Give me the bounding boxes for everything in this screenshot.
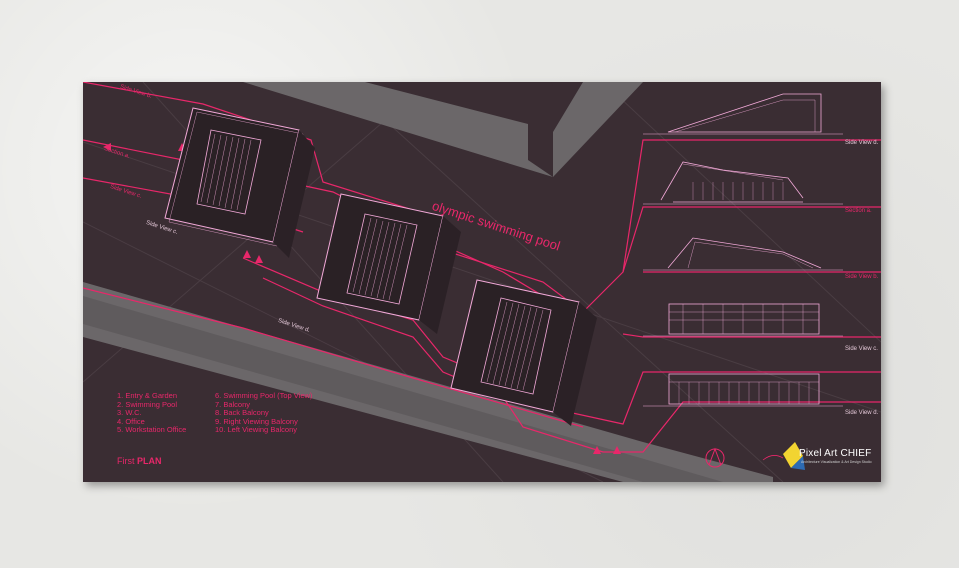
legend-item: 8. Back Balcony	[215, 408, 269, 418]
elevation-label-1: Side View d.	[845, 140, 879, 146]
north-arrow-icon	[705, 447, 725, 468]
building-plan-1	[164, 107, 315, 258]
legend-item: 2. Swimming Pool	[117, 399, 178, 409]
legend-item: 1. Entry & Garden	[117, 391, 178, 400]
site-plan-drawing	[83, 82, 881, 482]
legend-right: 6. Swimming Pool (Top View) 7. Balcony 8…	[215, 391, 313, 435]
logo-tagline: Architecture Visualization & Art Design …	[801, 460, 872, 464]
elevation-label-2: Section a.	[845, 208, 872, 214]
legend-left: 1. Entry & Garden 2. Swimming Pool 3. W.…	[117, 391, 187, 435]
legend-item: 5. Workstation Office	[117, 425, 187, 435]
legend-item: 9. Right Viewing Balcony	[215, 416, 298, 426]
elevation-label-4: Side View c.	[845, 346, 878, 352]
presentation-board: olympic swimming pool Side View b. Secti…	[83, 82, 881, 482]
elevations	[643, 93, 843, 407]
legend-item: 6. Swimming Pool (Top View)	[215, 391, 313, 400]
plan-title: First PLAN	[117, 456, 162, 466]
plan-title-emphasis: PLAN	[137, 456, 162, 466]
legend-item: 3. W.C.	[117, 408, 142, 418]
logo-emblem-icon	[762, 442, 805, 470]
plan-title-prefix: First	[117, 456, 135, 466]
logo-name: Pixel Art CHIEF	[799, 448, 872, 459]
elevation-label-3: Side View b.	[845, 274, 879, 280]
legend-item: 4. Office	[117, 416, 145, 426]
building-plan-3	[450, 279, 597, 426]
legend-item: 10. Left Viewing Balcony	[215, 425, 297, 435]
elevation-label-5: Side View d.	[845, 410, 879, 416]
building-plan-2	[316, 193, 461, 334]
legend-item: 7. Balcony	[215, 399, 251, 409]
